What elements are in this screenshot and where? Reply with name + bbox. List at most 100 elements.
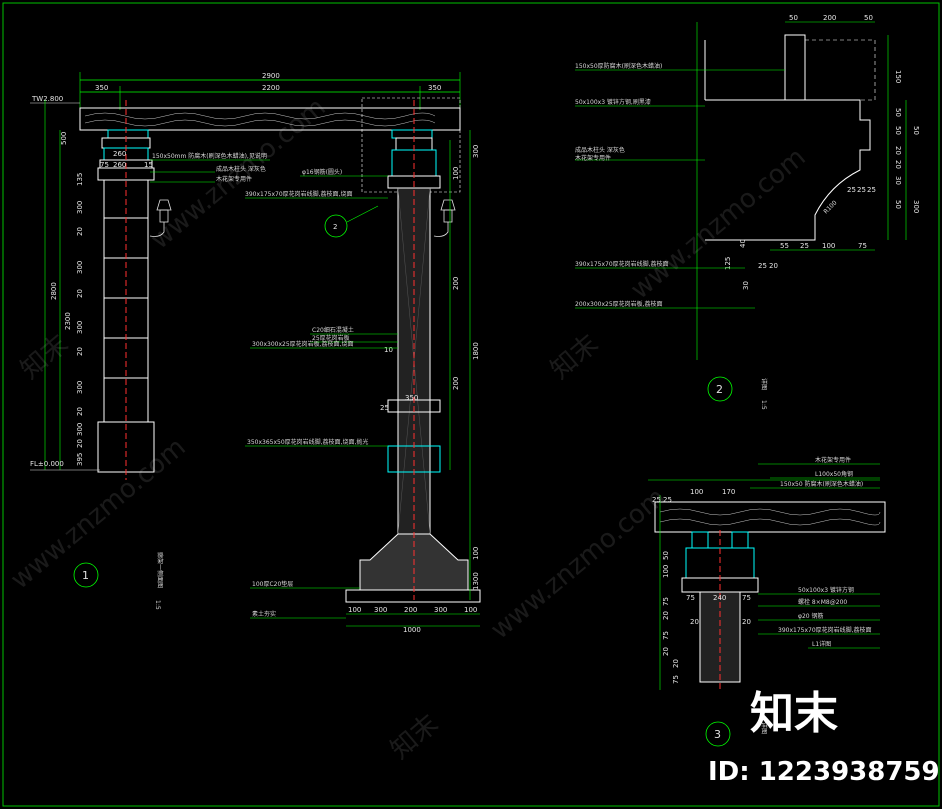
dim-left-overhang: 350 bbox=[95, 84, 108, 92]
cap-dim-a: 260 bbox=[113, 150, 126, 158]
callout-detail-2 bbox=[324, 214, 348, 238]
note-1: 150x50mm 防腐木(刷深色木蜡油),见说明 bbox=[152, 152, 267, 160]
d3-lv-3: 100 bbox=[662, 565, 670, 578]
view-2-title: 详图 bbox=[760, 378, 768, 390]
lv-dim-12: 395 bbox=[76, 453, 84, 466]
d2-sm-0: 25 bbox=[847, 186, 856, 194]
d2-rv-5: 30 bbox=[894, 176, 902, 185]
mid-dim-c: 10 bbox=[384, 346, 393, 354]
rv-dim-3: 200 bbox=[452, 377, 460, 390]
watermark-brand-2: 知末 bbox=[545, 329, 604, 385]
d2-sm-5: 25 bbox=[758, 262, 767, 270]
d2-sm-6: 20 bbox=[769, 262, 778, 270]
d2-rv-2: 50 bbox=[894, 126, 902, 135]
rv-dim-1: 100 bbox=[452, 167, 460, 180]
d3-top-0: 100 bbox=[690, 488, 703, 496]
d3-mid-0: 75 bbox=[686, 594, 695, 602]
view-1-scale: 1:5 bbox=[154, 600, 161, 610]
d3-mid-1: 240 bbox=[713, 594, 726, 602]
d3-note-8: L1详图 bbox=[812, 640, 831, 648]
foot-dim-4: 100 bbox=[464, 606, 477, 614]
foot-total: 1000 bbox=[403, 626, 421, 634]
d2-sm-4: 125 bbox=[724, 257, 732, 270]
d2-bot-2: 100 bbox=[822, 242, 835, 250]
note-6: C20细石混凝土 bbox=[312, 326, 354, 334]
d3-lv-1: 25 bbox=[663, 496, 672, 504]
d3-lv-4: 75 bbox=[662, 597, 670, 606]
d2-rv-3: 20 bbox=[894, 146, 902, 155]
note-2: 成品木柱头 深灰色 bbox=[216, 165, 266, 173]
d2-note-4: 木花架专用件 bbox=[575, 154, 611, 162]
d3-lv-8: 20 bbox=[672, 659, 680, 668]
lv-dim-0: 500 bbox=[60, 132, 68, 145]
d2-sm-7: 30 bbox=[742, 281, 750, 290]
wall-lamp-right bbox=[433, 199, 456, 237]
d3-top-1: 170 bbox=[722, 488, 735, 496]
d2-bot-3: 75 bbox=[858, 242, 867, 250]
cap-dim-c: 15 bbox=[144, 161, 153, 169]
note-4: φ16钢筋(圆头) bbox=[302, 168, 342, 176]
d2-rv-0: 150 bbox=[894, 70, 902, 83]
d3-note-2: L100x50角钢 bbox=[815, 470, 853, 478]
view-1-elevation: 2900 350 2 200 350 TW2.800 260 260 bbox=[30, 72, 481, 634]
watermark-site-4: www.znzmo.com bbox=[625, 142, 811, 305]
d3-note-4: 50x100x3 镀锌方钢 bbox=[798, 586, 854, 594]
d2-top-1: 200 bbox=[823, 14, 836, 22]
lv-dim-5: 20 bbox=[76, 289, 84, 298]
rv-dim-6: 1300 bbox=[472, 572, 480, 590]
foot-dim-0: 100 bbox=[348, 606, 361, 614]
view-2-number: 2 bbox=[716, 383, 723, 396]
mid-dim-b: 25 bbox=[380, 404, 389, 412]
d2-rv-8: 300 bbox=[912, 200, 920, 213]
view-2-marker bbox=[707, 376, 733, 402]
note-9: 350x365x50厚花岗岩线脚,荔枝面,烧面,抛光 bbox=[247, 438, 368, 446]
view-3-detail: 100 170 25 25 50 100 75 20 75 20 20 75 7… bbox=[648, 456, 886, 747]
mid-dim-a: 350 bbox=[405, 394, 418, 402]
d2-sm-2: 25 bbox=[867, 186, 876, 194]
lv-dim-9: 20 bbox=[76, 407, 84, 416]
d3-lv-5: 20 bbox=[662, 611, 670, 620]
callout-detail-2-num: 2 bbox=[333, 223, 337, 231]
lv-dim-11: 20 bbox=[76, 439, 84, 448]
note-11: 素土夯实 bbox=[252, 610, 276, 618]
view-3-title: 详图 bbox=[760, 722, 768, 734]
d2-top-0: 50 bbox=[789, 14, 798, 22]
foot-dim-3: 300 bbox=[434, 606, 447, 614]
d2-note-6: 200x300x25厚花岗岩板,荔枝面 bbox=[575, 300, 663, 308]
rv-dim-0: 300 bbox=[472, 145, 480, 158]
d3-lv-6: 75 bbox=[662, 631, 670, 640]
concrete-bedding bbox=[345, 589, 481, 603]
lv-dim-8: 300 bbox=[76, 381, 84, 394]
view-2-scale: 1:5 bbox=[760, 400, 767, 410]
d3-lv-9: 75 bbox=[672, 675, 680, 684]
d2-rv-7: 50 bbox=[912, 126, 920, 135]
d2-bot-0: 55 bbox=[780, 242, 789, 250]
d3-lv-7: 20 bbox=[662, 647, 670, 656]
rv-dim-2: 200 bbox=[452, 277, 460, 290]
view-1-number: 1 bbox=[82, 569, 89, 582]
d3-small-0: 20 bbox=[690, 618, 699, 626]
watermark-site-3: www.znzmo.com bbox=[485, 482, 671, 645]
d3-mid-2: 75 bbox=[742, 594, 751, 602]
level-top: TW2.800 bbox=[31, 95, 63, 103]
wall-lamp-left bbox=[149, 199, 172, 237]
d2-radius: R100 bbox=[822, 199, 838, 215]
cornice-profile bbox=[705, 99, 871, 241]
cap-dim-b: 260 bbox=[113, 161, 126, 169]
lv-total-a: 2800 bbox=[50, 282, 58, 300]
lv-dim-2: 300 bbox=[76, 201, 84, 214]
d2-rv-6: 50 bbox=[894, 200, 902, 209]
view-1-title: 廊架一侧面图 bbox=[156, 552, 164, 588]
lv-dim-7: 20 bbox=[76, 347, 84, 356]
d3-small-1: 20 bbox=[742, 618, 751, 626]
note-10: 100厚C20垫层 bbox=[252, 580, 293, 588]
foot-dim-1: 300 bbox=[374, 606, 387, 614]
d2-sm-3: 40 bbox=[739, 239, 747, 248]
cap-dim-d: 75 bbox=[100, 161, 109, 169]
d2-note-2: 50x100x3 镀锌方钢,刷黑漆 bbox=[575, 98, 651, 106]
dim-overall-width: 2900 bbox=[262, 72, 280, 80]
lv-total-b: 2300 bbox=[64, 312, 72, 330]
view-1-marker bbox=[73, 562, 99, 588]
view-3-number: 3 bbox=[714, 728, 721, 741]
